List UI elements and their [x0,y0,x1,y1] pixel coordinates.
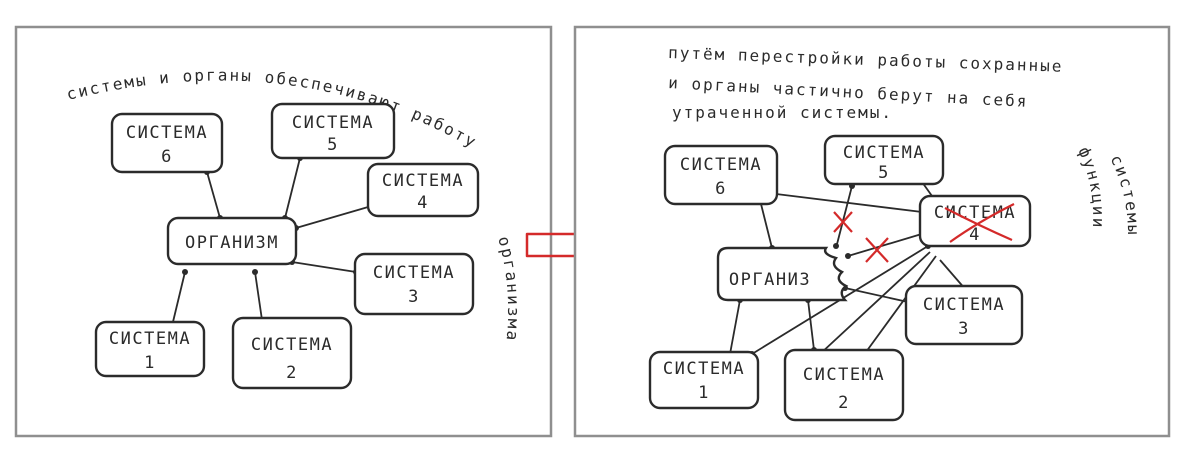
edge-s4-s2b [865,255,937,353]
edge-s6-s4 [759,191,923,213]
edge-s4-organism [295,204,376,229]
node-label: СИСТЕМА [843,143,925,163]
node-label: СИСТЕМА [803,365,885,385]
left-node-s6: СИСТЕМА 6 [110,112,224,174]
node-label: СИСТЕМА [373,263,455,283]
right-node-s6: СИСТЕМА 6 [663,144,779,206]
left-node-s2: СИСТЕМА 2 [231,316,353,390]
edge-s5-organism [284,157,301,219]
edge-s6-organism [206,171,221,219]
edge-organism-s1 [729,299,741,355]
broken-link-cross-icon [865,237,889,263]
organism-label: ОРГАНИЗ [729,270,811,290]
right-organism-node: ОРГАНИЗ [716,246,849,302]
edge-s3-organism [291,261,357,273]
edge-s4-s2 [819,251,931,355]
node-number: 5 [327,135,339,155]
left-node-s3: СИСТЕМА 3 [353,252,475,316]
node-number: 1 [698,383,710,403]
right-node-s4-lost: СИСТЕМА 4 [918,194,1032,248]
right-node-s3: СИСТЕМА 3 [904,284,1024,346]
node-label: СИСТЕМА [126,123,208,143]
node-label: СИСТЕМА [934,203,1016,223]
node-number: 6 [161,147,173,167]
node-label: СИСТЕМА [109,329,191,349]
node-number: 4 [969,225,981,245]
node-label: СИСТЕМА [292,113,374,133]
node-number: 4 [417,193,429,213]
broken-link-cross-icon [833,211,853,233]
left-node-s1: СИСТЕМА 1 [94,320,206,378]
left-node-s5: СИСТЕМА 5 [270,102,396,160]
edge-s5-broken [835,185,853,249]
node-label: СИСТЕМА [382,171,464,191]
edge-s6-organism [759,199,773,249]
right-caption-line-3: утраченной системы. [672,103,893,122]
left-organism-node: ОРГАНИЗМ [166,216,298,266]
node-label: СИСТЕМА [923,295,1005,315]
edge-dot [182,269,188,275]
right-node-s2: СИСТЕМА 2 [783,348,905,422]
node-number: 2 [838,393,850,413]
node-number: 1 [144,353,156,373]
node-label: СИСТЕМА [251,335,333,355]
left-panel: системы и органы обеспечивают работу орг… [14,25,553,438]
node-label: СИСТЕМА [680,155,762,175]
node-label: СИСТЕМА [663,359,745,379]
crossed-out-icon [944,203,1015,243]
node-number: 3 [408,287,420,307]
edge-dot [252,269,258,275]
edge-organism-s2 [807,299,815,351]
edge-s2-organism [254,271,263,321]
node-number: 3 [958,319,970,339]
node-number: 6 [715,179,727,199]
edge-s4-broken [847,232,926,257]
right-node-s1: СИСТЕМА 1 [648,350,760,410]
right-panel: путём перестройки работы сохранные и орг… [573,25,1171,438]
edge-s1-organism [171,271,186,327]
node-number: 2 [286,363,298,383]
organism-label: ОРГАНИЗМ [185,233,279,253]
right-node-s5: СИСТЕМА 5 [823,134,945,186]
left-node-s4: СИСТЕМА 4 [366,162,480,218]
edge-organism-s3 [844,287,909,303]
node-number: 5 [878,163,890,183]
